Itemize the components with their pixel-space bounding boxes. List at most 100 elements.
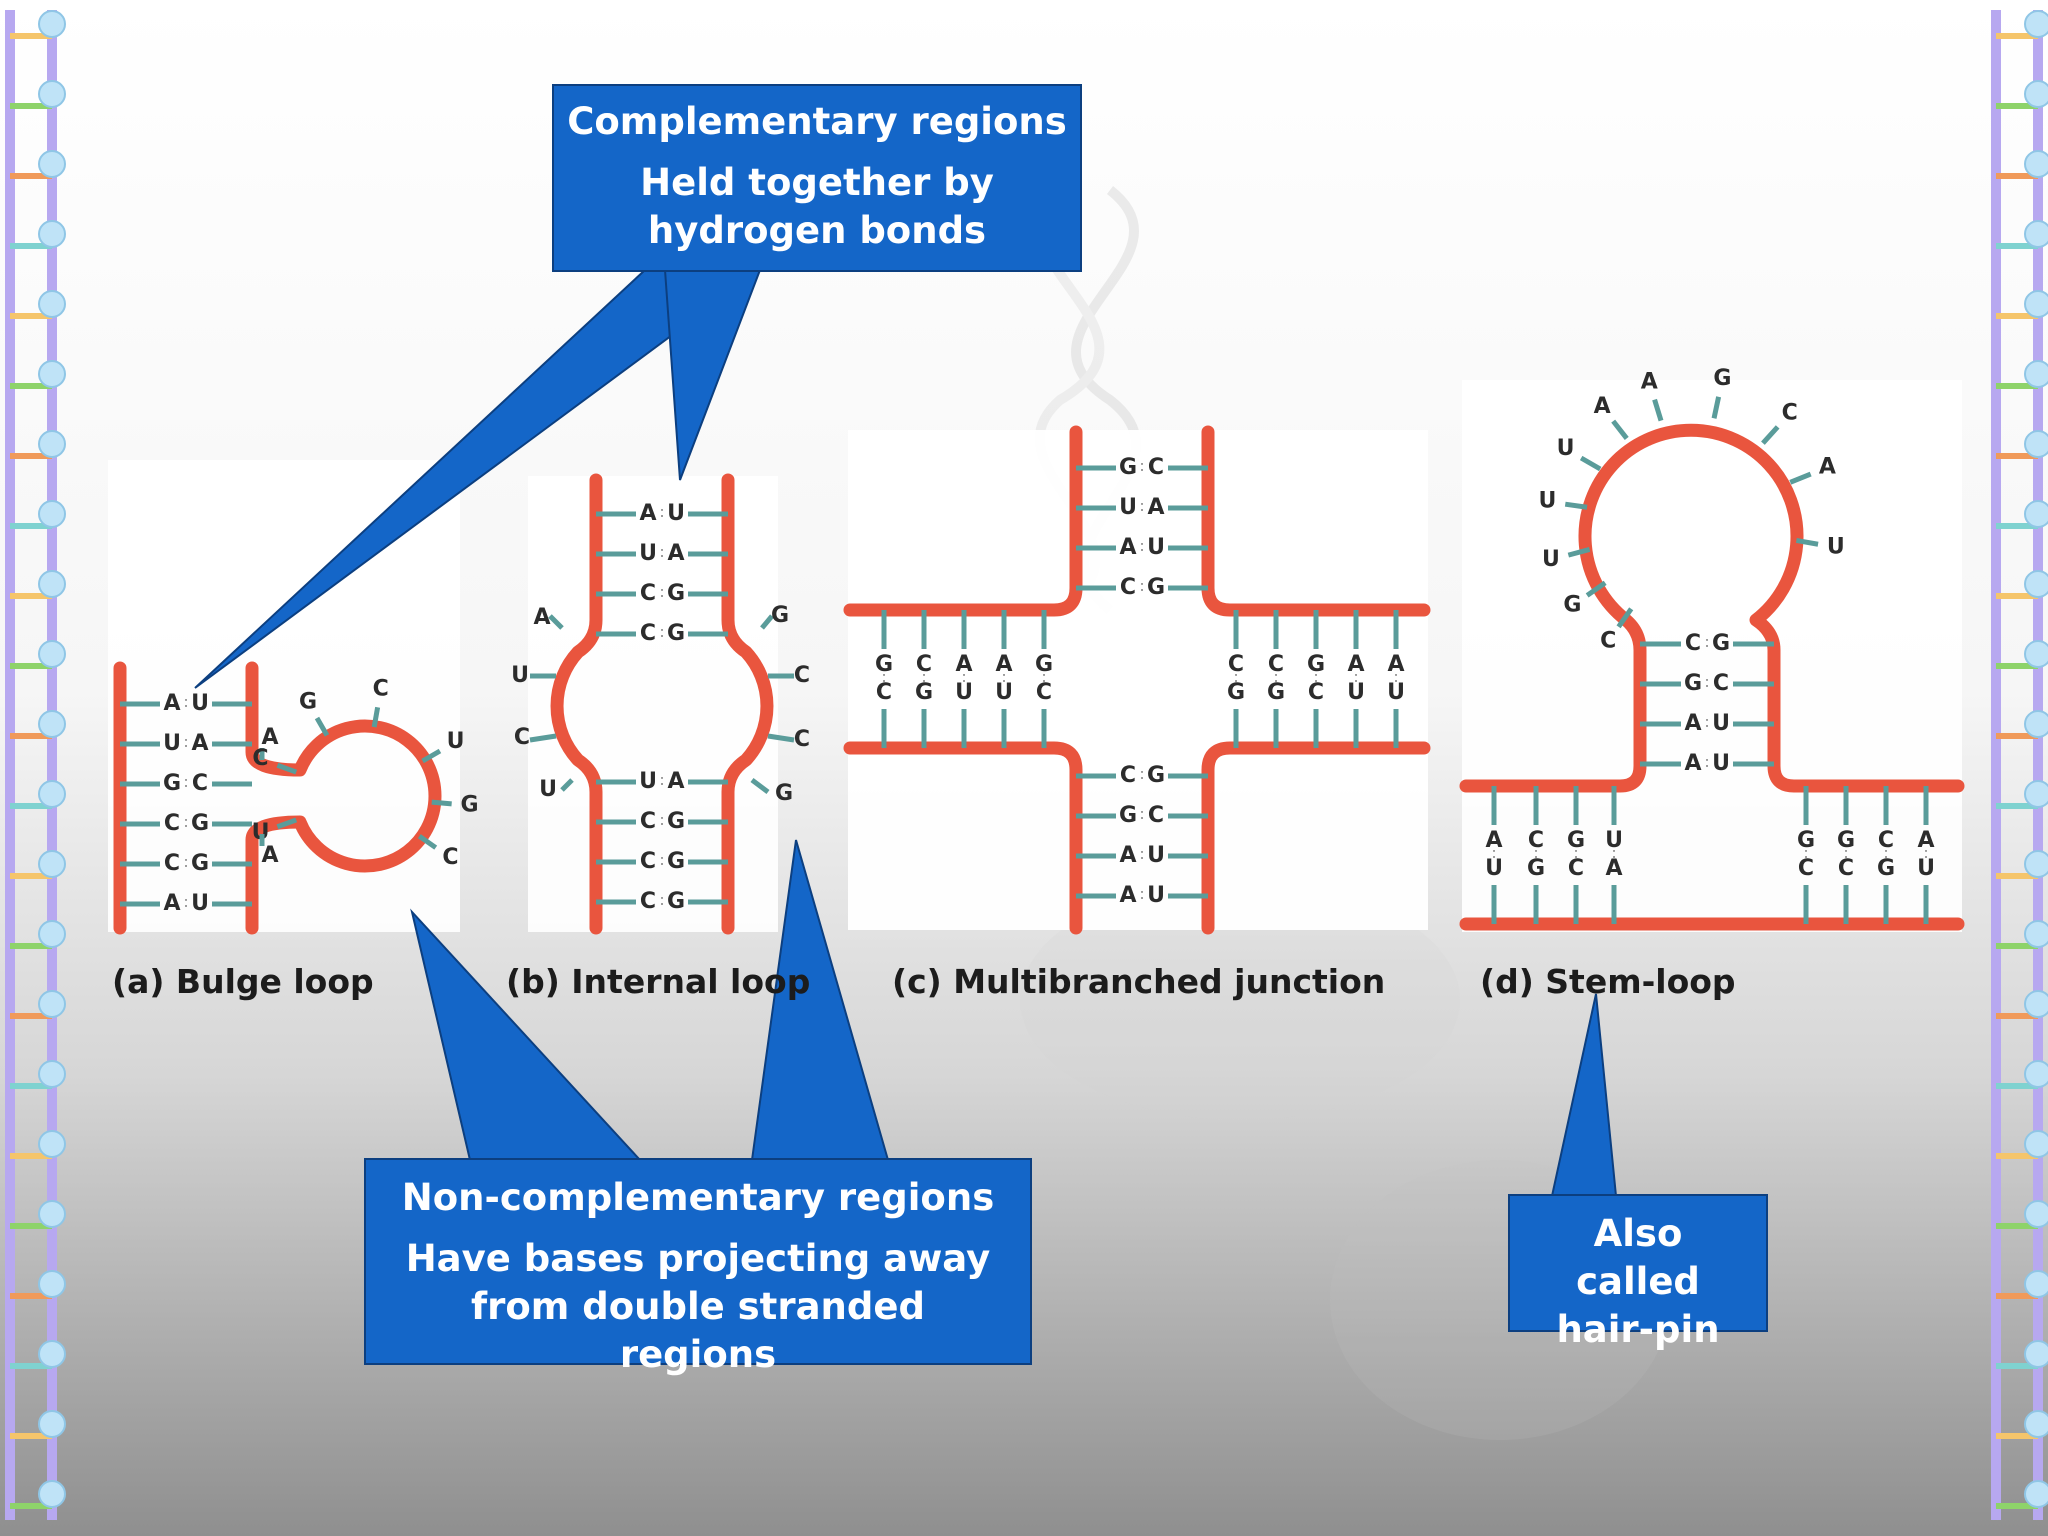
base-pair-label: C [1148,455,1164,480]
caption-multibranched-junction: (c) Multibranched junction [892,962,1386,1001]
base-stick [276,817,298,830]
base-pair-label: G [915,680,933,705]
non-complementary-callout: Non-complementary regions Have bases pro… [364,1158,1032,1376]
base-stick [1616,607,1634,629]
base-pair-label: C [1798,856,1814,881]
non-complementary-pointer-left [410,908,643,1161]
base-stick [1789,471,1812,485]
base-pair-label: G [1877,856,1895,881]
ladder-node [2024,10,2048,38]
base-pair-label: G [667,849,685,874]
base-pair-label: G [1527,856,1545,881]
ladder-node [38,150,66,178]
loop-base-label: A [1594,394,1611,419]
base-stick [767,733,795,743]
ladder-node [2024,640,2048,668]
hydrogen-bond: ∶ [1234,669,1238,688]
loop-base-label: A [261,843,278,868]
ladder-node [38,990,66,1018]
base-pair-label: A [1605,856,1622,881]
ladder-node [38,640,66,668]
hairpin-pointer [1550,993,1618,1197]
hydrogen-bond: ∶ [1140,498,1144,517]
hydrogen-bond: ∶ [184,814,188,833]
loop-base-label: C [794,727,810,752]
base-pair-label: C [1713,671,1729,696]
base-pair-label: G [1119,803,1137,828]
loop-base-label: C [373,677,389,702]
ladder-node [38,710,66,738]
base-pair-label: U [163,731,181,756]
hydrogen-bond: ∶ [1534,845,1538,864]
base-pair-label: A [639,501,656,526]
loop-base-label: G [461,792,479,817]
ladder-node [2024,710,2048,738]
base-pair-label: C [1878,828,1894,853]
base-pair-label: U [191,891,209,916]
base-pair-label: C [1685,631,1701,656]
base-pair-label: A [667,541,684,566]
base-stick [1652,398,1664,422]
hydrogen-bond: ∶ [1002,669,1006,688]
hydrogen-bond: ∶ [1140,846,1144,865]
ladder-node [38,290,66,318]
ladder-node [2024,290,2048,318]
base-pair-label: C [1120,763,1136,788]
base-pair-label: U [1605,828,1623,853]
base-pair-label: G [191,851,209,876]
hydrogen-bond: ∶ [1705,714,1709,733]
ladder-node [38,430,66,458]
base-pair-label: C [876,680,892,705]
base-pair-label: A [163,891,180,916]
base-pair-label: G [1837,828,1855,853]
ladder-node [38,80,66,108]
base-pair-label: U [1119,495,1137,520]
base-pair-label: U [1387,680,1405,705]
ladder-node [2024,850,2048,878]
base-stick [1611,419,1629,441]
base-pair-label: U [1147,883,1165,908]
non-complementary-callout-body: Have bases projecting away from double s… [405,1237,991,1376]
ladder-node [2024,920,2048,948]
base-stick [1585,580,1607,598]
base-pair-label: G [1712,631,1730,656]
loop-base-label: U [447,729,465,754]
ladder-node [2024,1200,2048,1228]
base-stick [1795,537,1819,547]
loop-base-label: U [252,820,270,845]
hydrogen-bond: ∶ [660,584,664,603]
ladder-node [2024,1480,2048,1508]
base-pair-label: G [1147,763,1165,788]
ladder-node [38,1410,66,1438]
right-strand-with-bulge [245,661,442,935]
base-stick [276,762,298,775]
base-pair-label: U [1712,711,1730,736]
loop-base-label: A [1819,454,1836,479]
loop-base-label: A [533,605,550,630]
base-pair-label: C [1148,803,1164,828]
base-stick [1711,396,1722,419]
hydrogen-bond: ∶ [962,669,966,688]
base-pair-label: C [192,771,208,796]
base-stick [1761,425,1780,445]
complementary-callout-title: Complementary regions [567,100,1067,143]
hydrogen-bond: ∶ [1314,669,1318,688]
loop-base-label: U [1827,534,1845,559]
ladder-node [2024,1340,2048,1368]
ladder-node [2024,80,2048,108]
base-pair-label: G [875,652,893,677]
base-pair-label: C [164,851,180,876]
loop-base-label: G [771,603,789,628]
caption-stem-loop: (d) Stem-loop [1480,962,1736,1001]
panel-internal [528,476,778,932]
ladder-node [38,10,66,38]
ladder-node [2024,430,2048,458]
base-pair-label: U [1347,680,1365,705]
ladder-node [2024,1060,2048,1088]
left-strand [550,473,603,935]
base-stick [421,748,442,764]
complementary-callout: Complementary regions Held together by h… [552,84,1082,272]
base-pair-label: A [1684,711,1701,736]
base-pair-label: C [640,849,656,874]
